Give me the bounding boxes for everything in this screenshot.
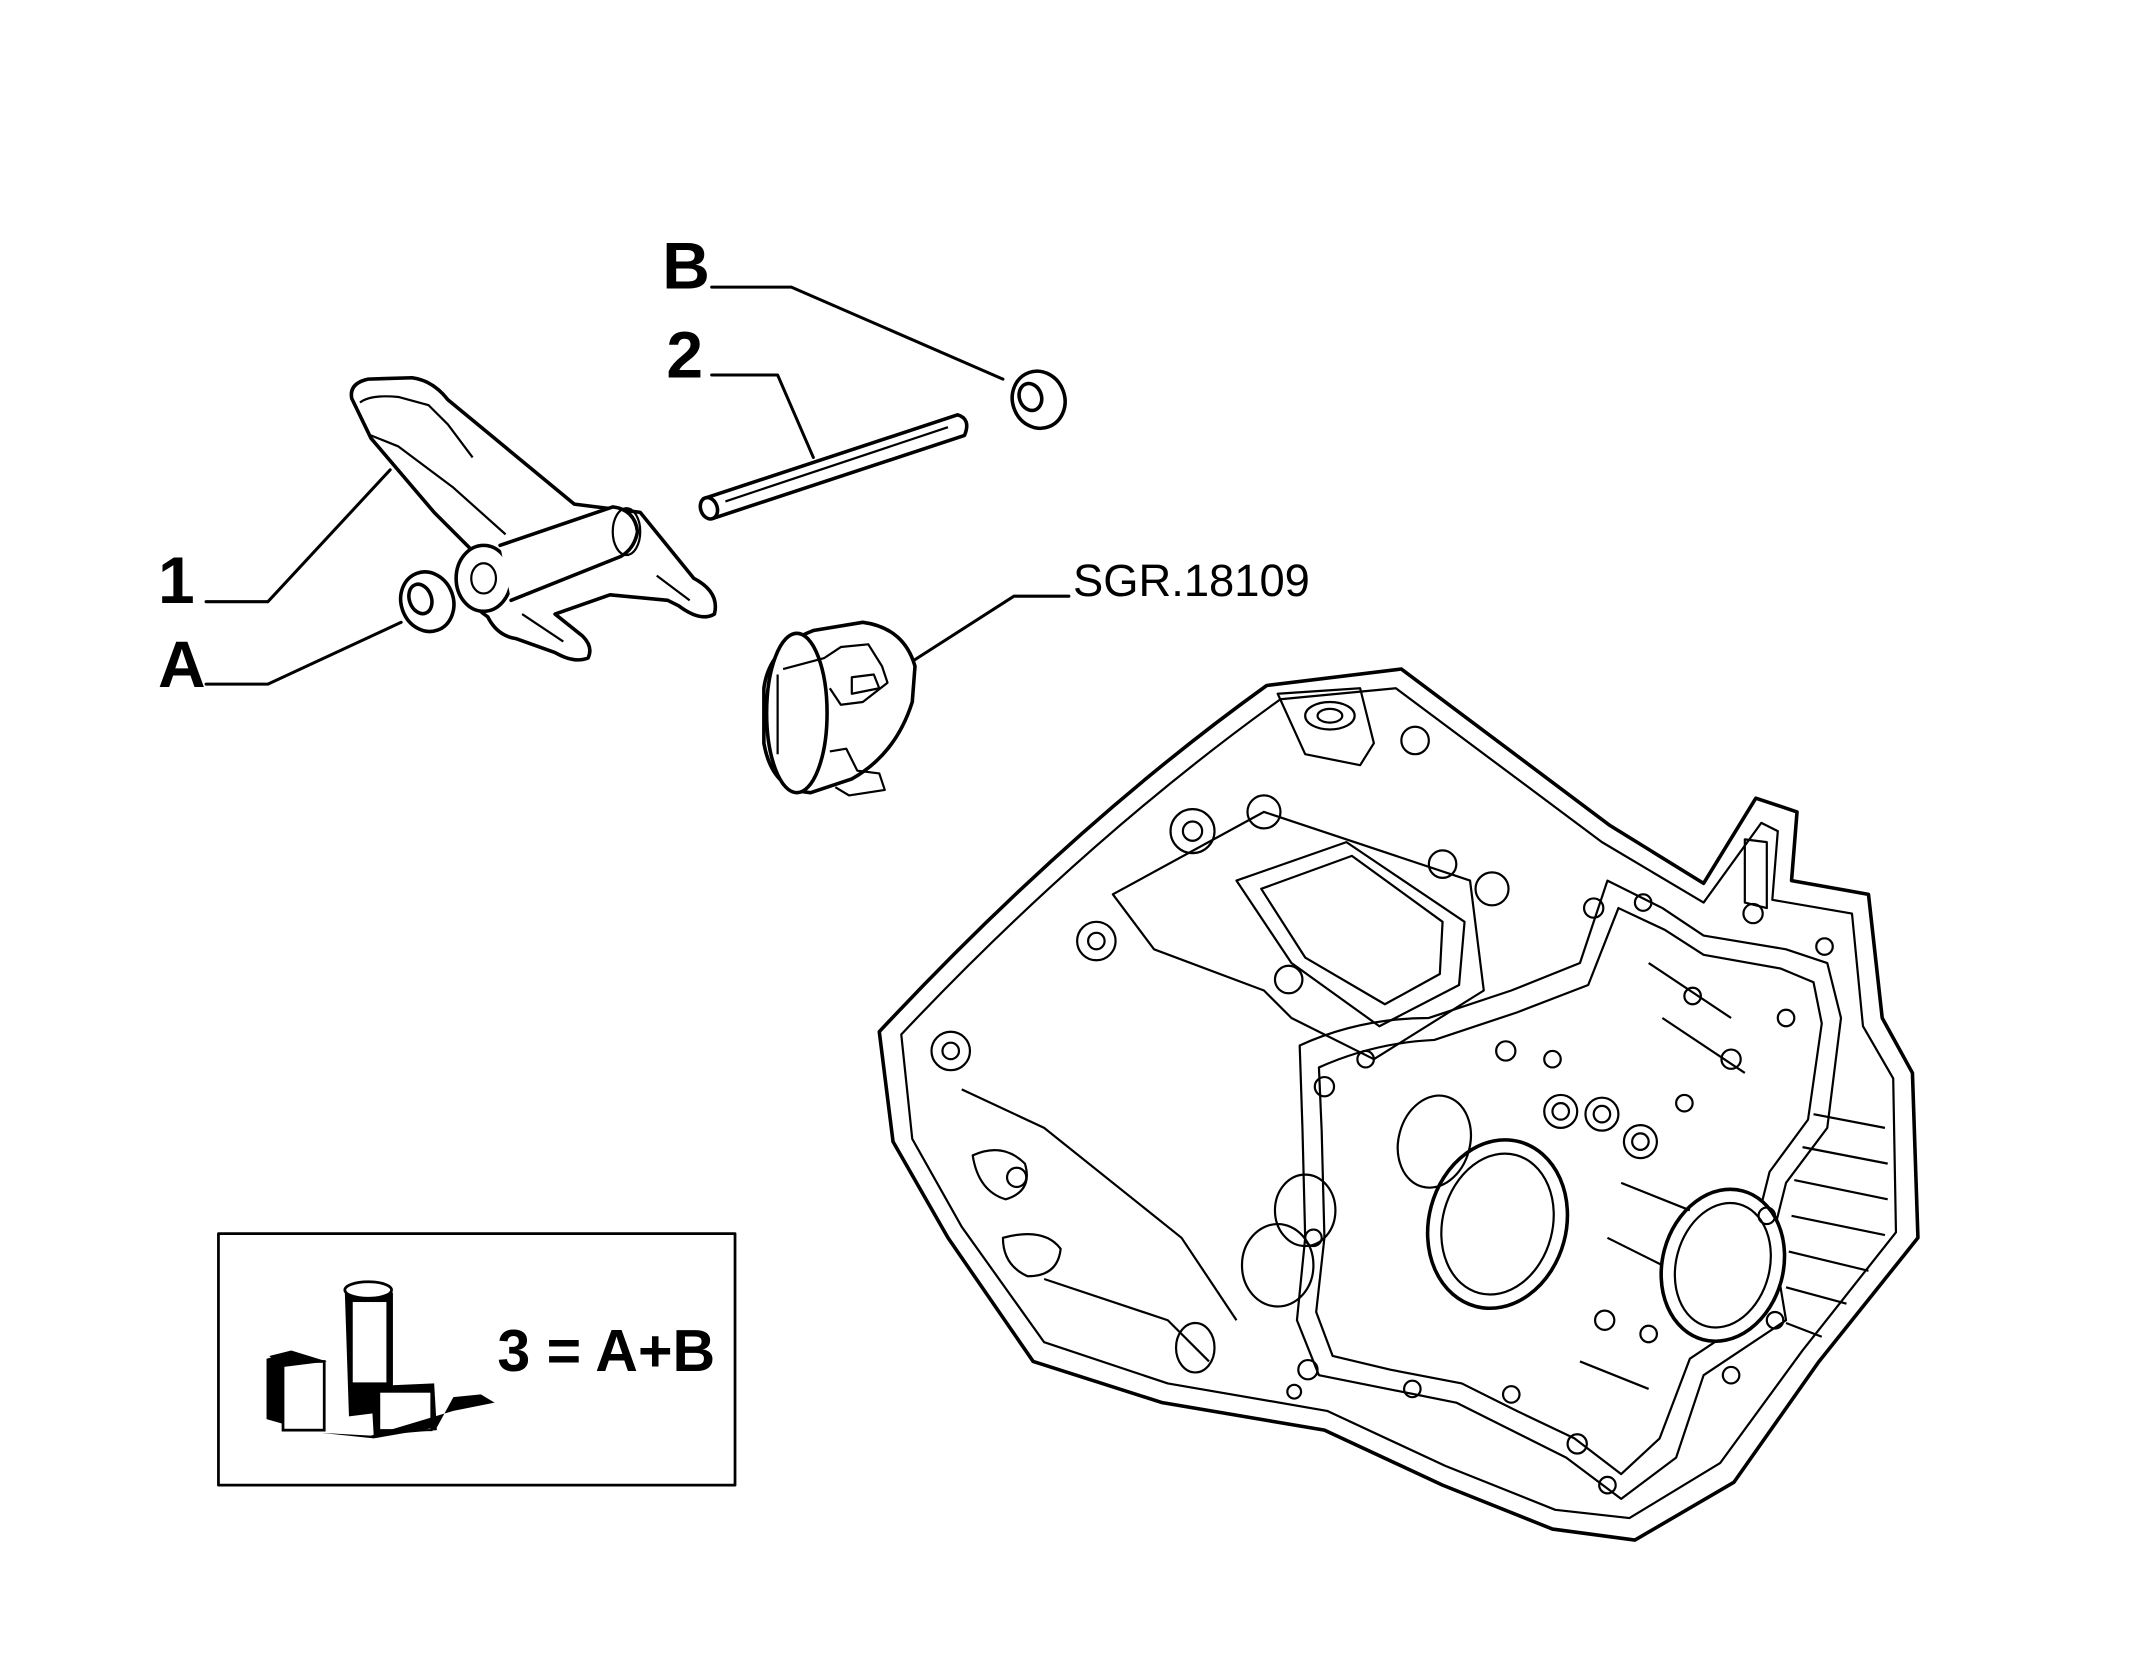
release-shaft — [698, 413, 969, 521]
kit-box: 3 = A+B — [217, 1232, 737, 1487]
leader-line-a — [204, 620, 403, 686]
leader-line-b — [710, 285, 1005, 381]
bushing-b — [1010, 369, 1067, 431]
callout-a: A — [158, 627, 206, 701]
callout-b: B — [662, 228, 710, 302]
leader-line-1 — [204, 468, 392, 604]
bushing-a — [398, 570, 456, 634]
callout-2: 2 — [666, 318, 703, 392]
kit-formula-text: 3 = A+B — [497, 1318, 715, 1384]
kit-box-frame — [217, 1232, 737, 1487]
gearbox-housing — [877, 667, 1920, 1542]
clutch-release-fork — [349, 375, 718, 662]
release-bearing — [762, 620, 917, 797]
leader-lines — [204, 285, 1071, 686]
repair-kit-icon — [266, 1280, 495, 1439]
leader-line-2 — [710, 373, 815, 459]
callout-sgr-18109: SGR.18109 — [1073, 555, 1310, 606]
callout-1: 1 — [158, 543, 195, 617]
leader-line-sgr — [905, 594, 1071, 667]
housing-ribs — [1579, 962, 1888, 1390]
